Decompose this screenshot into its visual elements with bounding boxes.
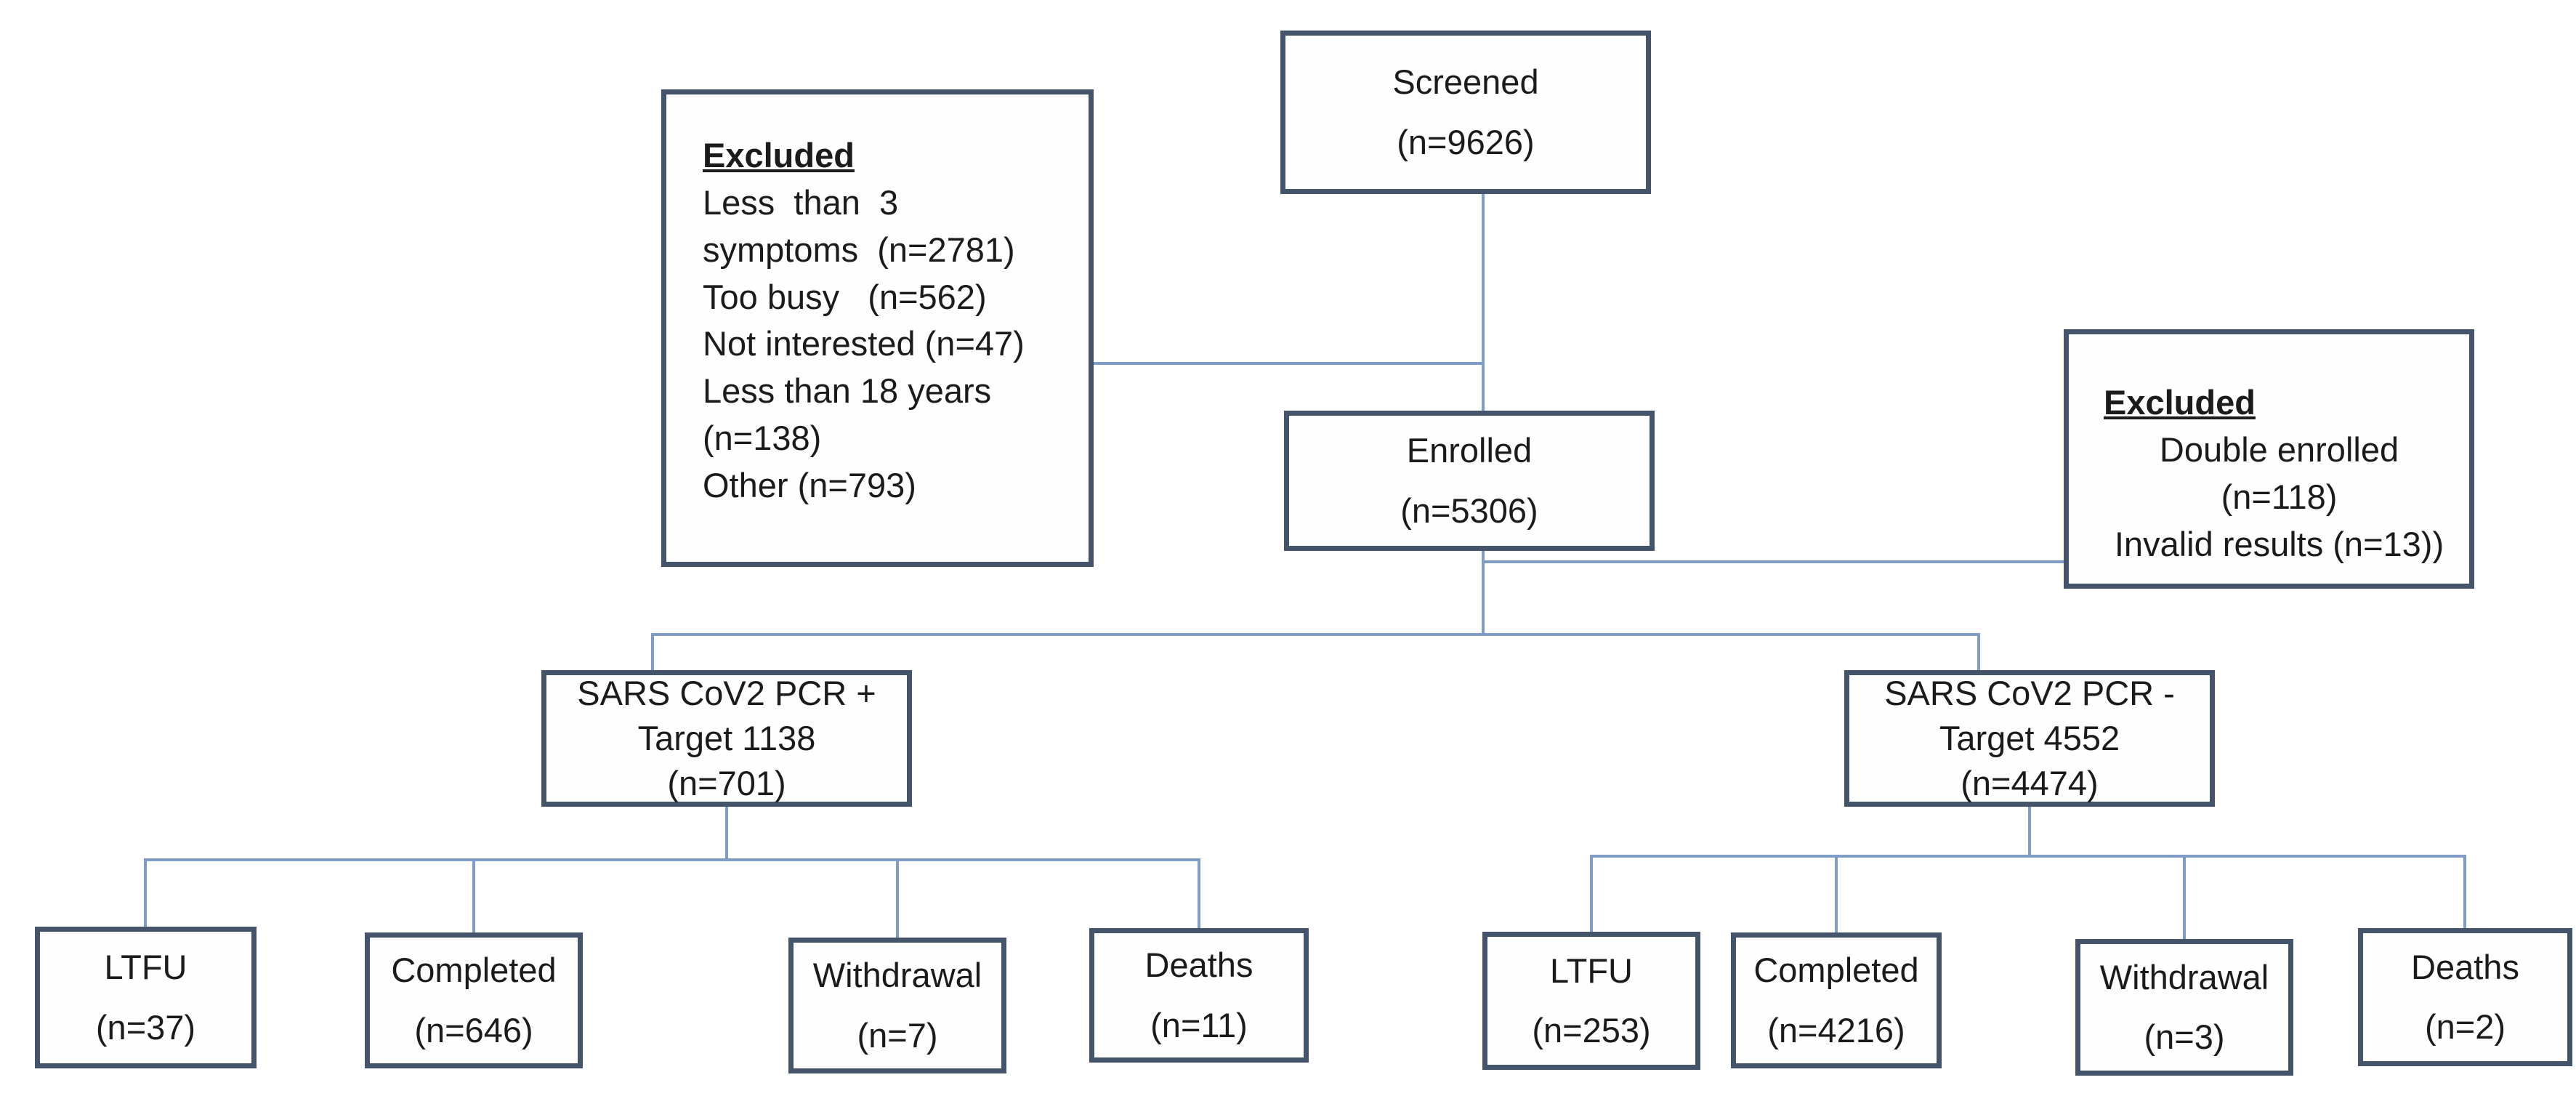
connector-positive-distribution-line xyxy=(144,858,1200,861)
node-ltfu-negative-line-2: (n=253) xyxy=(1532,1011,1651,1049)
node-withdrawal-negative: Withdrawal (n=3) xyxy=(2075,939,2293,1076)
connector-drop-withdrawal-negative xyxy=(2183,855,2186,940)
node-ltfu-negative-line-1: LTFU xyxy=(1549,951,1633,990)
connector-split-line xyxy=(651,633,1980,636)
node-withdrawal-positive-line-1: Withdrawal xyxy=(812,956,982,995)
node-ltfu-negative: LTFU (n=253) xyxy=(1482,932,1700,1070)
connector-split-to-pcr-positive xyxy=(651,633,654,673)
node-pcr-negative: SARS CoV2 PCR - Target 4552 (n=4474) xyxy=(1844,670,2215,807)
node-screened: Screened (n=9626) xyxy=(1280,31,1651,194)
connector-split-to-pcr-negative xyxy=(1977,633,1980,673)
node-excluded-left-line-2: symptoms (n=2781) xyxy=(703,230,1015,269)
node-excluded-right: Excluded Double enrolled (n=118) Invalid… xyxy=(2064,329,2474,589)
node-pcr-positive-line-2: Target 1138 xyxy=(637,718,816,757)
node-pcr-positive-line-1: SARS CoV2 PCR + xyxy=(577,673,876,712)
node-withdrawal-negative-line-1: Withdrawal xyxy=(2099,957,2269,996)
node-excluded-right-line-3: Invalid results (n=13)) xyxy=(2114,524,2444,563)
node-excluded-left-line-6: (n=138) xyxy=(703,419,822,458)
node-withdrawal-negative-line-2: (n=3) xyxy=(2144,1018,2225,1056)
node-pcr-positive-line-3: (n=701) xyxy=(667,764,786,803)
node-pcr-negative-line-3: (n=4474) xyxy=(1961,764,2099,803)
node-completed-positive-line-2: (n=646) xyxy=(414,1010,533,1049)
node-excluded-left-line-3: Too busy (n=562) xyxy=(703,277,987,316)
node-excluded-right-heading: Excluded xyxy=(2104,383,2256,422)
node-pcr-negative-line-2: Target 4552 xyxy=(1939,718,2120,757)
connector-drop-deaths-negative xyxy=(2463,855,2466,930)
node-completed-positive: Completed (n=646) xyxy=(365,932,583,1068)
connector-drop-ltfu-negative xyxy=(1590,855,1593,933)
connector-drop-completed-positive xyxy=(472,858,475,934)
connector-excluded-right-branch xyxy=(1482,560,2064,563)
node-enrolled-line-1: Enrolled xyxy=(1406,431,1533,470)
node-completed-positive-line-1: Completed xyxy=(391,951,557,990)
node-pcr-positive: SARS CoV2 PCR + Target 1138 (n=701) xyxy=(541,670,912,807)
node-completed-negative: Completed (n=4216) xyxy=(1731,932,1942,1068)
node-ltfu-positive-line-2: (n=37) xyxy=(95,1007,196,1047)
node-excluded-left: Excluded Less than 3 symptoms (n=2781) T… xyxy=(661,89,1094,567)
node-enrolled-line-2: (n=5306) xyxy=(1400,491,1538,530)
node-excluded-left-line-1: Less than 3 xyxy=(703,182,899,222)
node-screened-line-2: (n=9626) xyxy=(1397,122,1535,161)
connector-drop-deaths-positive xyxy=(1198,858,1200,930)
node-deaths-negative-line-2: (n=2) xyxy=(2424,1007,2506,1046)
node-withdrawal-positive-line-2: (n=7) xyxy=(857,1015,938,1055)
connector-excluded-left-branch xyxy=(1094,362,1485,365)
connector-pcr-positive-feeder xyxy=(725,807,728,861)
node-excluded-left-line-5: Less than 18 years xyxy=(703,371,992,411)
connector-drop-withdrawal-positive xyxy=(896,858,899,939)
connector-negative-distribution-line xyxy=(1590,855,2466,858)
connector-pcr-negative-feeder xyxy=(2028,807,2031,858)
node-completed-negative-line-1: Completed xyxy=(1753,951,1919,990)
node-excluded-right-line-2: (n=118) xyxy=(2221,477,2338,516)
node-completed-negative-line-2: (n=4216) xyxy=(1767,1010,1905,1049)
node-enrolled: Enrolled (n=5306) xyxy=(1284,411,1655,551)
node-excluded-right-line-1: Double enrolled xyxy=(2159,430,2399,469)
node-screened-line-1: Screened xyxy=(1392,63,1539,102)
node-ltfu-positive: LTFU (n=37) xyxy=(35,927,257,1068)
node-ltfu-positive-line-1: LTFU xyxy=(104,948,187,987)
node-deaths-negative-line-1: Deaths xyxy=(2411,947,2519,986)
connector-screened-to-enrolled xyxy=(1482,194,1485,412)
node-excluded-left-line-4: Not interested (n=47) xyxy=(703,324,1025,363)
node-withdrawal-positive: Withdrawal (n=7) xyxy=(788,938,1006,1073)
connector-drop-ltfu-positive xyxy=(144,858,147,928)
node-pcr-negative-line-1: SARS CoV2 PCR - xyxy=(1884,673,2175,712)
connector-drop-completed-negative xyxy=(1835,855,1838,934)
node-deaths-positive-line-1: Deaths xyxy=(1144,946,1253,985)
node-deaths-positive: Deaths (n=11) xyxy=(1089,928,1309,1063)
node-excluded-left-heading: Excluded xyxy=(703,136,855,174)
node-deaths-positive-line-2: (n=11) xyxy=(1150,1005,1248,1044)
node-excluded-left-line-7: Other (n=793) xyxy=(703,466,916,505)
node-deaths-negative: Deaths (n=2) xyxy=(2358,928,2572,1066)
connector-enrolled-to-split xyxy=(1482,551,1485,636)
